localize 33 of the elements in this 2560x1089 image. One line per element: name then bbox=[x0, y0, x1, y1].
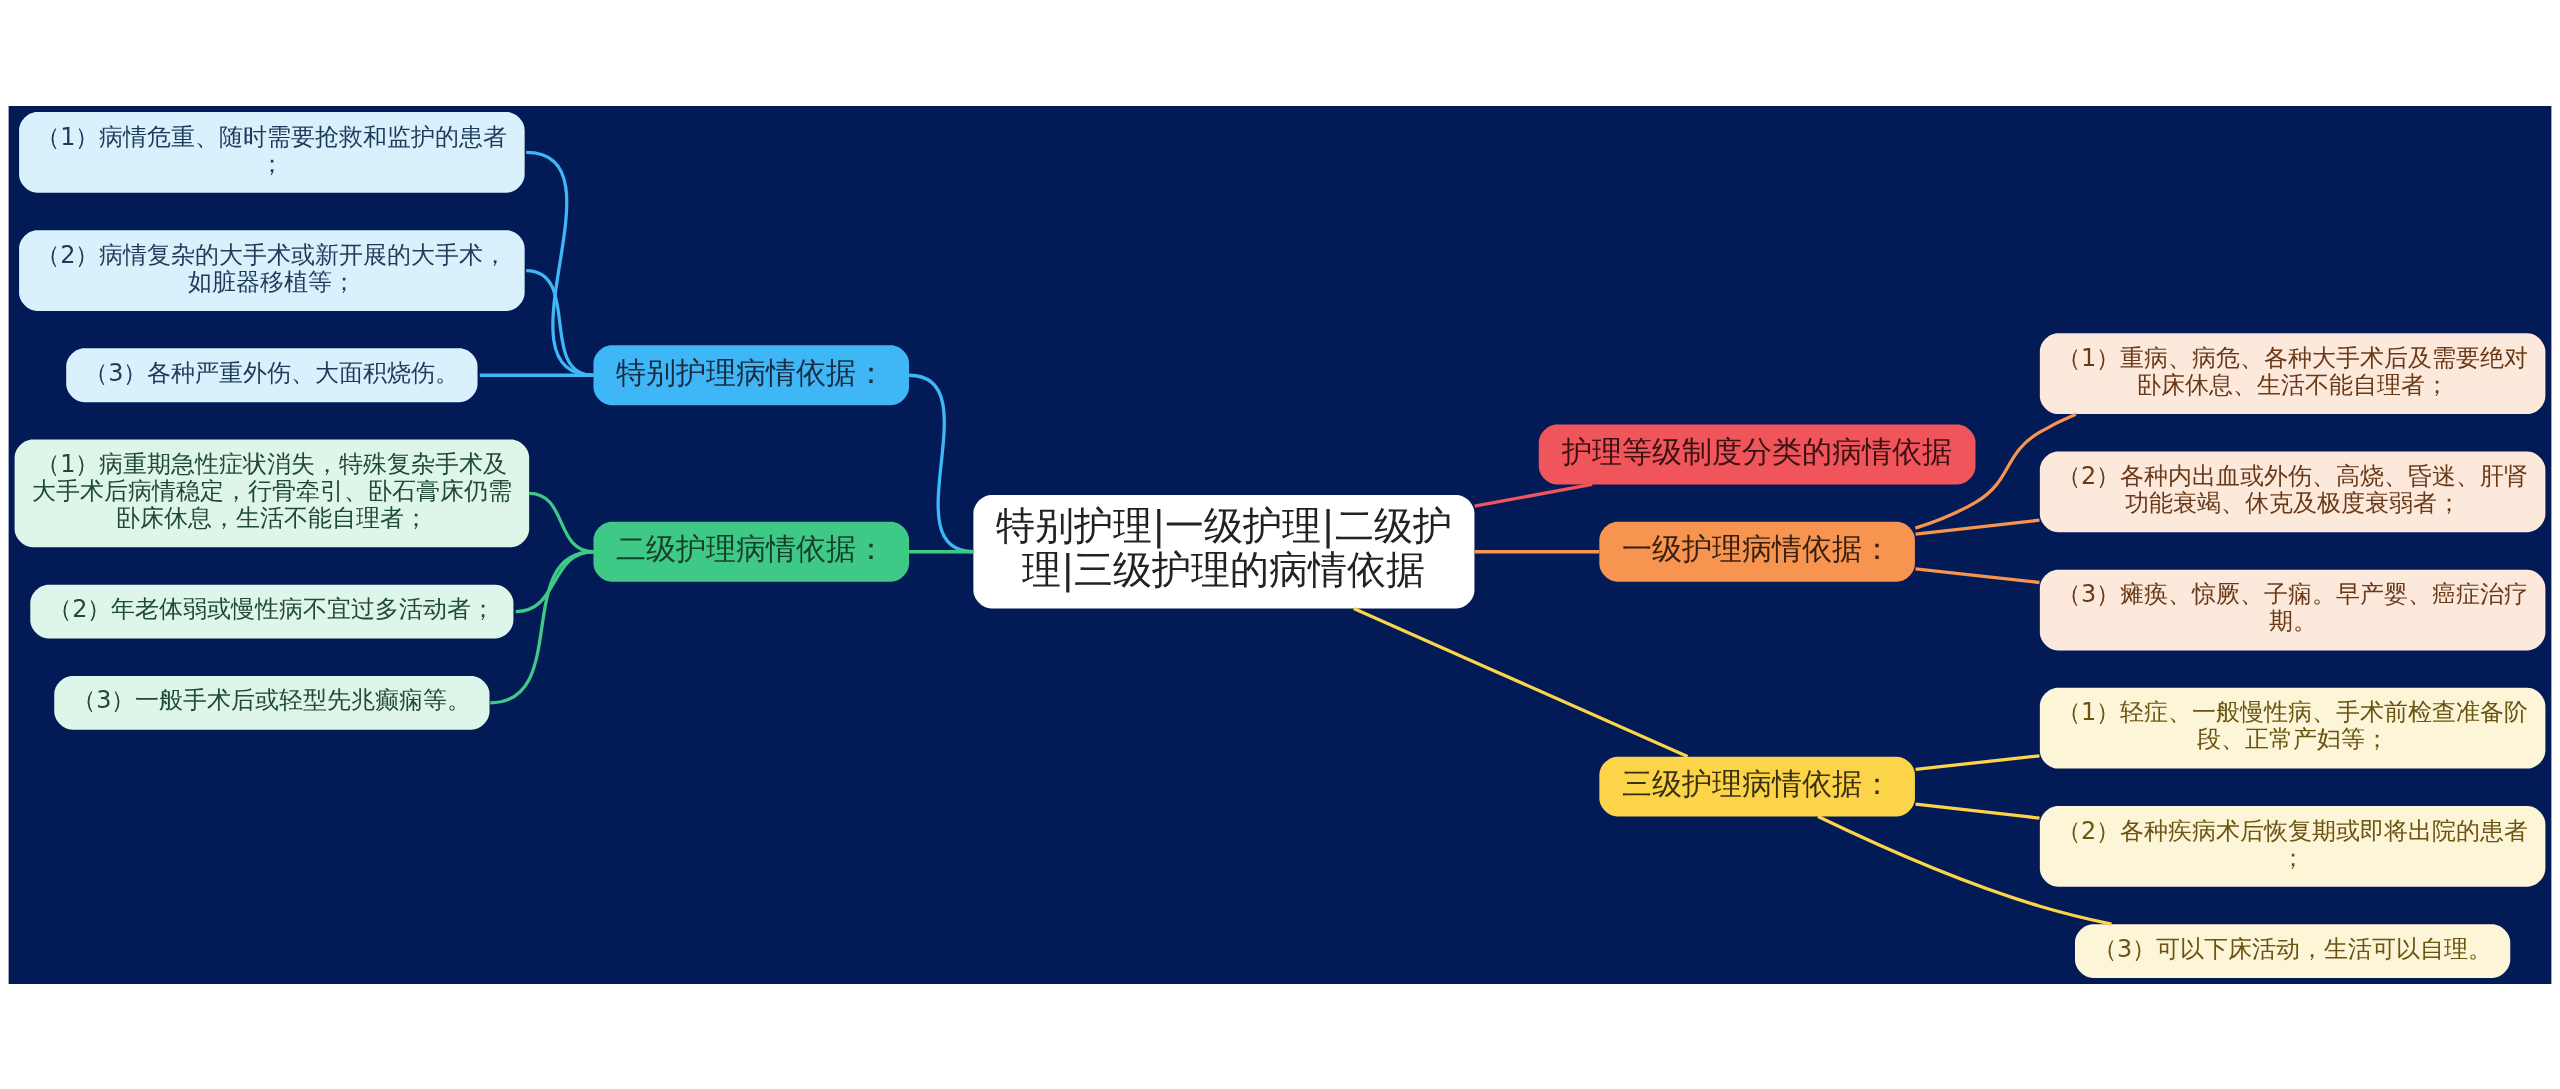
node-box: 一级护理病情依据： bbox=[1599, 521, 1915, 582]
node-box: 特别护理病情依据： bbox=[593, 344, 910, 405]
node-box: 护理等级制度分类的病情依据 bbox=[1538, 424, 1976, 484]
node-box: （3）瘫痪、惊厥、子痫。早产婴、癌症治疗期。 bbox=[2039, 569, 2546, 650]
node-box: 特别护理|一级护理|二级护理|三级护理的病情依据 bbox=[973, 494, 1475, 609]
connector bbox=[1915, 753, 2040, 771]
connector bbox=[1817, 814, 2112, 926]
node-box: 三级护理病情依据： bbox=[1599, 756, 1915, 816]
connector bbox=[1915, 518, 2040, 536]
node-box: （2）各种疾病术后恢复期或即将出院的患者； bbox=[2039, 805, 2546, 887]
connector bbox=[525, 268, 594, 377]
node-box: （1）重病、病危、各种大手术后及需要绝对卧床休息、生活不能自理者； bbox=[2039, 332, 2546, 414]
connector bbox=[908, 373, 974, 553]
node-box: （1）病情危重、随时需要抢救和监护的患者； bbox=[19, 111, 525, 193]
connector bbox=[1914, 412, 2077, 530]
connector bbox=[1474, 549, 1600, 553]
node-box: （2）年老体弱或慢性病不宜过多活动者； bbox=[30, 584, 514, 638]
connector bbox=[1474, 482, 1593, 508]
connector bbox=[489, 549, 594, 704]
connector bbox=[1353, 606, 1689, 758]
connector bbox=[909, 549, 974, 553]
node-box: 二级护理病情依据： bbox=[593, 521, 910, 582]
node-box: （2）各种内出血或外伤、高烧、昏迷、肝肾功能衰竭、休克及极度衰弱者； bbox=[2039, 451, 2546, 532]
node-box: （3）一般手术后或轻型先兆癫痫等。 bbox=[54, 675, 490, 730]
connector bbox=[479, 373, 594, 377]
connector bbox=[1915, 802, 2040, 820]
node-box: （2）病情复杂的大手术或新开展的大手术，如脏器移植等； bbox=[19, 229, 525, 311]
node-box: （1）病重期急性症状消失，特殊复杂手术及大手术后病情稳定，行骨牵引、卧石膏床仍需卧床休息，生活不能自理者； bbox=[14, 439, 530, 547]
node-box: （1）轻症、一般慢性病、手术前检查准备阶段、正常产妇等； bbox=[2039, 687, 2546, 769]
node-box: （3）各种严重外伤、大面积烧伤。 bbox=[66, 347, 478, 402]
node-box: （3）可以下床活动，生活可以自理。 bbox=[2075, 923, 2511, 978]
connector bbox=[1915, 566, 2040, 584]
connector bbox=[525, 150, 594, 377]
